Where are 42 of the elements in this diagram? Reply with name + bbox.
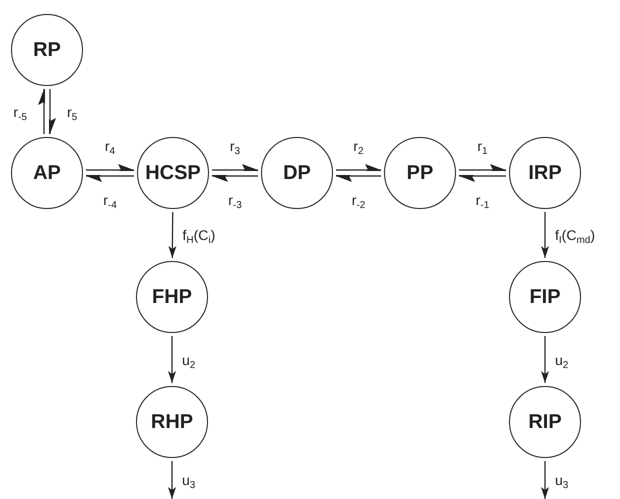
edge-label: u$_{2}$ — [182, 352, 196, 366]
reaction-harpoon — [38, 89, 45, 134]
edge-label: u$_{2}$ — [555, 352, 568, 366]
reaction-harpoon — [212, 175, 258, 182]
edge-label: r$_{2}$ — [353, 139, 364, 153]
edge-label: r$_{4}$ — [104, 139, 116, 153]
edge-label: u$_{3}$ — [555, 473, 568, 487]
node-label: RP — [33, 38, 61, 62]
edge-label: r$_{1}$ — [477, 139, 488, 153]
reaction-harpoon — [86, 164, 134, 171]
reaction-harpoon — [459, 164, 506, 171]
arrow — [168, 336, 176, 383]
node-label: HCSP — [145, 162, 201, 184]
edge-label: r$_{3}$ — [230, 139, 240, 153]
arrow — [168, 212, 176, 258]
reaction-harpoon — [336, 175, 381, 182]
edge-label: u$_{3}$ — [182, 473, 196, 487]
edge-label: r$_{-4}$ — [103, 193, 117, 207]
edge-label: r$_{-1}$ — [476, 193, 490, 207]
reaction-harpoon — [459, 175, 506, 182]
node-label: PP — [406, 162, 434, 184]
arrow — [541, 212, 549, 258]
node-label: AP — [33, 162, 61, 184]
node-label: FHP — [152, 286, 192, 308]
edge-label: r$_{-5}$ — [13, 104, 27, 118]
node-label: DP — [283, 162, 311, 184]
node-label: RHP — [150, 410, 194, 434]
arrow — [541, 461, 549, 499]
arrow — [541, 336, 549, 383]
reaction-harpoon — [336, 164, 381, 171]
edge-label: r$_{-2}$ — [352, 193, 366, 207]
edge-label: f$_{H}$(C$_{i}$) — [182, 228, 216, 242]
node-label: FIP — [529, 286, 561, 308]
edge-label: r$_{5}$ — [67, 104, 78, 118]
reaction-harpoon — [212, 164, 258, 171]
reaction-harpoon — [49, 89, 56, 134]
node-label: RIP — [528, 410, 562, 434]
edge-label: f$_{I}$(C$_{md}$) — [555, 228, 596, 242]
reaction-harpoon — [86, 175, 134, 182]
edge-label: r$_{-3}$ — [228, 193, 242, 207]
node-label: IRP — [528, 162, 562, 184]
arrow — [168, 461, 176, 499]
